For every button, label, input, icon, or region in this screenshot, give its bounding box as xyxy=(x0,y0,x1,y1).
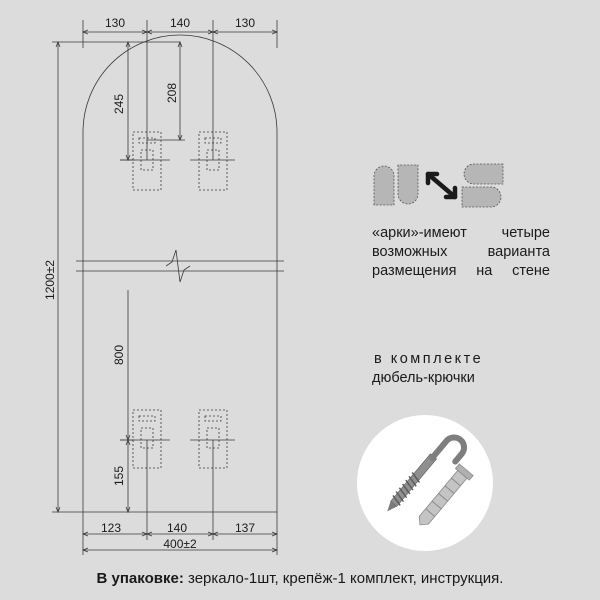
dim-lower-hook: 155 xyxy=(112,466,126,486)
arch-variant-icons xyxy=(373,163,504,208)
dim-arch-to-hooks: 245 xyxy=(112,94,126,114)
bracket-bottom-right xyxy=(198,409,228,469)
dim-hook-spacing: 800 xyxy=(112,345,126,365)
dim-bottom-left: 123 xyxy=(101,521,121,535)
break-zigzag xyxy=(165,249,191,283)
hook-dowel-photo xyxy=(357,415,493,551)
packaging-label: В упаковке: xyxy=(96,570,184,587)
packaging-text: зеркало-1шт, крепёж-1 комплект, инструкц… xyxy=(183,570,504,587)
dim-top-center: 140 xyxy=(170,16,190,30)
packaging-info: В упаковке: зеркало-1шт, крепёж-1 компле… xyxy=(0,570,600,587)
description-line-2: возможных варианта xyxy=(372,244,550,260)
dim-total-width: 400±2 xyxy=(163,537,197,551)
bracket-top-left xyxy=(132,131,162,191)
arch-variants-description: «арки»-имеют четыре возможных варианта р… xyxy=(372,224,550,281)
dim-top-right: 130 xyxy=(235,16,255,30)
dim-total-height: 1200±2 xyxy=(43,260,57,300)
description-line-1: «арки»-имеют четыре xyxy=(372,225,550,241)
dim-top-left: 130 xyxy=(105,16,125,30)
kit-contents: в комплекте дюбель-крючки xyxy=(372,350,522,388)
description-line-3: размещения на стене xyxy=(372,263,550,279)
bracket-bottom-left xyxy=(132,409,162,469)
kit-line-2: дюбель-крючки xyxy=(372,370,475,386)
kit-line-1: в комплекте xyxy=(374,351,484,367)
bracket-top-right xyxy=(198,131,228,191)
dim-bottom-center: 140 xyxy=(167,521,187,535)
dim-upper-hook-offset: 208 xyxy=(165,83,179,103)
dim-bottom-right: 137 xyxy=(235,521,255,535)
mirror-outline xyxy=(82,34,278,513)
swap-arrows-icon xyxy=(425,171,458,200)
